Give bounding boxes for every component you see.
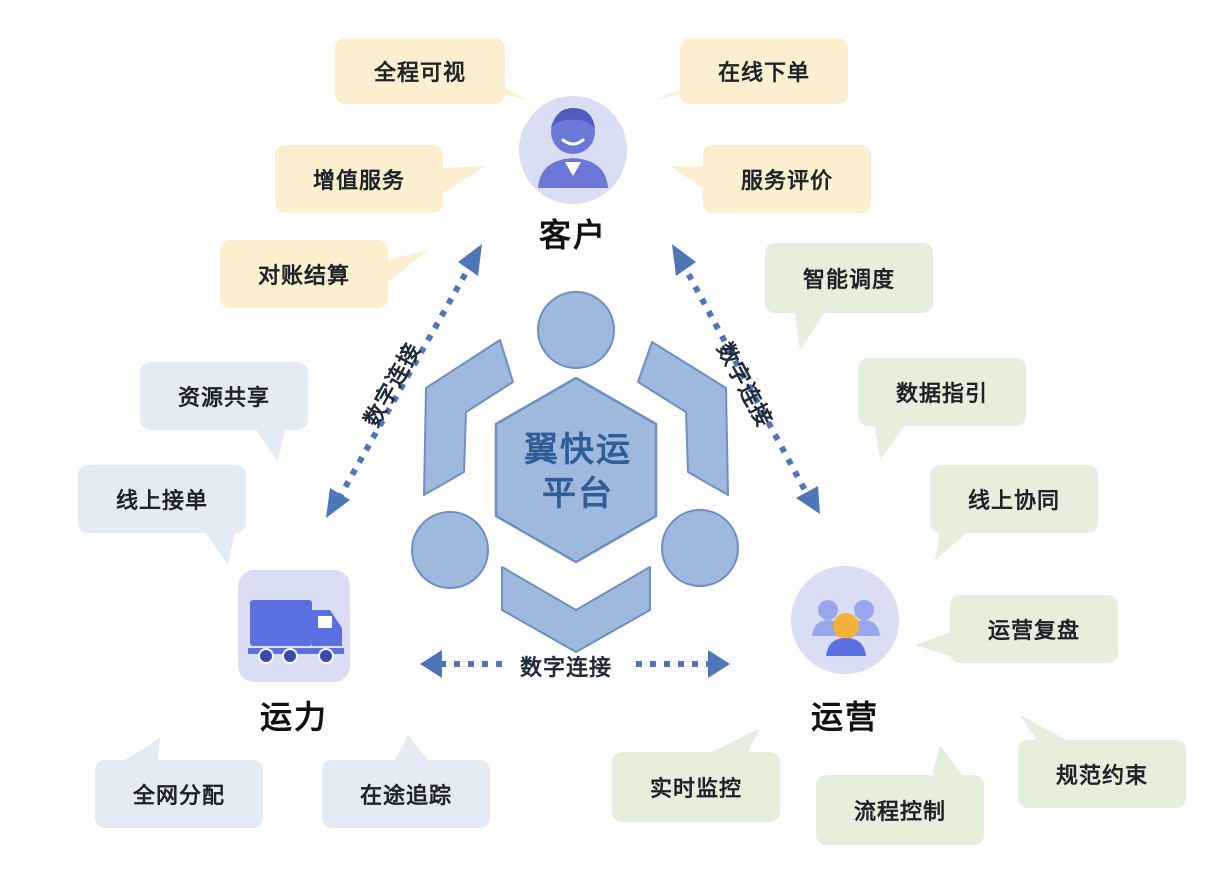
arrow-right-head-bottom <box>796 486 820 514</box>
tail-shuju <box>875 425 905 460</box>
platform-title: 翼快运 平台 <box>503 428 653 516</box>
node-capacity-label: 运力 <box>259 698 328 736</box>
bubble-customer-3: 服务评价 <box>703 145 871 213</box>
bubble-operations-6: 流程控制 <box>816 775 984 845</box>
operations-team-icon <box>791 566 899 674</box>
tail-xiet <box>935 530 970 560</box>
arrow-left-head-bottom <box>326 488 350 518</box>
hub-circle-left <box>411 511 489 589</box>
bubble-customer-1: 在线下单 <box>680 38 848 104</box>
hub-bracket-bottom <box>501 566 651 653</box>
arrow-left-head-top <box>458 244 482 276</box>
truck-icon <box>238 570 350 682</box>
platform-hub <box>411 291 739 653</box>
arrow-right-head-top <box>672 244 696 276</box>
hub-hexagon <box>494 376 658 564</box>
tail-quanwang <box>125 738 160 760</box>
arrow-bottom-head-left <box>420 650 442 678</box>
platform-title-line2: 平台 <box>542 474 614 514</box>
bubble-operations-5: 实时监控 <box>612 752 780 822</box>
bubble-capacity-0: 资源共享 <box>140 362 308 430</box>
link-label-bottom: 数字连接 <box>520 656 613 681</box>
bubble-tails <box>125 86 1070 775</box>
tail-fuwu <box>670 166 705 190</box>
customer-icon <box>519 96 627 204</box>
tail-fupan <box>915 632 950 656</box>
tail-zhineng <box>795 312 825 350</box>
bubble-operations-3: 运营复盘 <box>950 595 1118 663</box>
bubble-capacity-2: 全网分配 <box>95 760 263 828</box>
tail-duizhang <box>388 250 428 282</box>
bubble-capacity-3: 在途追踪 <box>322 760 490 828</box>
bubble-customer-0: 全程可视 <box>335 38 505 104</box>
platform-title-line1: 翼快运 <box>524 430 632 470</box>
bubble-operations-2: 线上协同 <box>930 465 1098 533</box>
bubble-operations-4: 规范约束 <box>1018 740 1186 808</box>
bubble-customer-2: 增值服务 <box>275 145 443 213</box>
hub-bracket-right <box>637 341 729 496</box>
tail-zengzhi <box>442 166 485 194</box>
bubble-capacity-1: 线上接单 <box>78 465 246 533</box>
tail-guifan <box>1020 715 1070 742</box>
tail-xianshang <box>205 532 235 565</box>
bubble-operations-0: 智能调度 <box>765 243 933 313</box>
tail-zaitu <box>395 735 428 760</box>
tail-liucheng <box>932 745 962 775</box>
node-operations-label: 运营 <box>810 698 879 736</box>
hub-circle-top <box>537 291 615 369</box>
tail-shishi <box>712 728 760 752</box>
arrow-bottom-head-right <box>708 650 730 678</box>
bubble-customer-4: 对账结算 <box>220 240 388 308</box>
hub-bracket-left <box>423 339 514 496</box>
node-customer-label: 客户 <box>538 216 607 254</box>
hub-circle-right <box>661 509 739 587</box>
connection-arrows <box>326 244 820 678</box>
arrow-left-line <box>335 260 475 502</box>
arrow-right-line <box>679 260 811 498</box>
bubble-operations-1: 数据指引 <box>858 358 1026 426</box>
tail-ziyuan <box>255 428 285 462</box>
